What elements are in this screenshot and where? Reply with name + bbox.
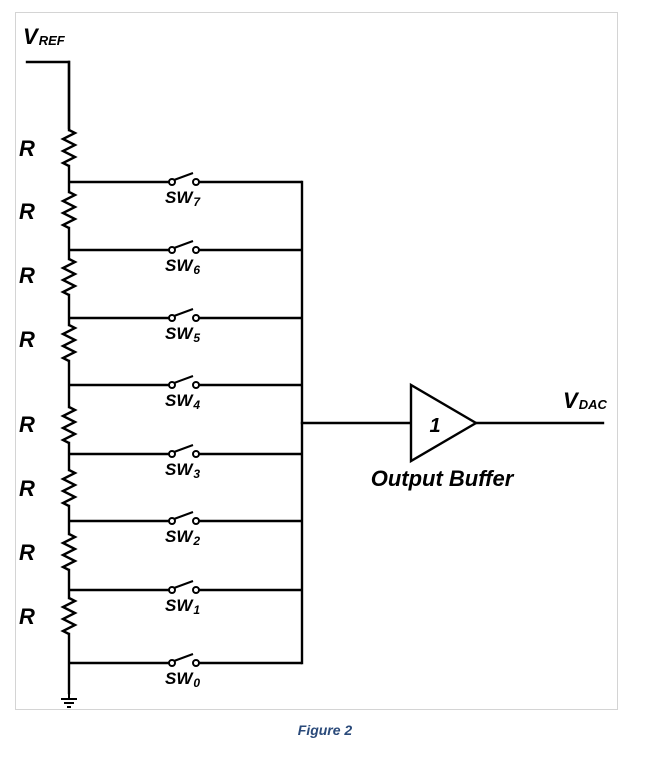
switch-blade xyxy=(173,444,194,453)
switch-blade xyxy=(173,580,194,589)
switch-contact xyxy=(168,450,176,458)
resistor-label: R xyxy=(19,263,35,288)
circuit-wires xyxy=(25,60,605,695)
switch-label: SW7 xyxy=(165,188,201,209)
switch-blade xyxy=(173,308,194,317)
switch-contact xyxy=(168,381,176,389)
switch-sw0: SW0 xyxy=(69,653,302,690)
switch-label: SW3 xyxy=(165,460,200,481)
switch-contact xyxy=(192,450,200,458)
switch-label: SW4 xyxy=(165,391,200,412)
resistor-labels: R R R R R R R R xyxy=(19,136,35,629)
vdac-label: VDAC xyxy=(563,388,607,413)
resistor xyxy=(60,190,78,230)
switch-sw1: SW1 xyxy=(69,580,302,617)
vref-wire xyxy=(25,60,71,130)
switch-label: SW6 xyxy=(165,256,200,277)
switch-blade xyxy=(173,240,194,249)
switch-sw4: SW4 xyxy=(69,375,302,412)
resistor xyxy=(60,405,78,445)
resistor-label: R xyxy=(19,540,35,565)
resistor-label: R xyxy=(19,136,35,161)
output-buffer: 1 Output Buffer xyxy=(371,382,515,491)
switch-sw6: SW6 xyxy=(69,240,302,277)
resistor xyxy=(60,596,78,636)
resistor xyxy=(60,532,78,572)
switch-contact xyxy=(192,659,200,667)
figure-caption: Figure 2 xyxy=(297,722,353,738)
switch-blade xyxy=(173,653,194,662)
switch-label: SW5 xyxy=(165,324,200,345)
buffer-gain: 1 xyxy=(429,415,440,437)
ground-icon xyxy=(61,693,77,708)
resistor-string xyxy=(60,128,78,636)
svg-text:VDAC: VDAC xyxy=(563,388,607,413)
resistor-label: R xyxy=(19,412,35,437)
switch-contact xyxy=(192,381,200,389)
switch-contact xyxy=(168,586,176,594)
switch-contact xyxy=(192,246,200,254)
switch-sw3: SW3 xyxy=(69,444,302,481)
switch-sw5: SW5 xyxy=(69,308,302,345)
svg-text:VREF: VREF xyxy=(23,24,66,49)
resistor-label: R xyxy=(19,327,35,352)
switch-label: SW2 xyxy=(165,527,200,548)
switch-label: SW0 xyxy=(165,669,200,690)
switch-contact xyxy=(192,178,200,186)
switch-contact xyxy=(192,517,200,525)
switch-blade xyxy=(173,375,194,384)
switch-blade xyxy=(173,511,194,520)
switch-contact xyxy=(168,178,176,186)
switch-contact xyxy=(192,586,200,594)
figure-frame xyxy=(15,12,618,710)
resistor-label: R xyxy=(19,604,35,629)
switch-blade xyxy=(173,172,194,181)
resistor-label: R xyxy=(19,476,35,501)
resistor xyxy=(60,323,78,363)
resistor-label: R xyxy=(19,199,35,224)
switch-contact xyxy=(192,314,200,322)
vref-label: VREF xyxy=(23,24,66,49)
switch-sw7: SW7 xyxy=(69,172,302,209)
switch-contact xyxy=(168,246,176,254)
switch-contact xyxy=(168,314,176,322)
buffer-triangle xyxy=(409,382,479,464)
resistor xyxy=(60,128,78,168)
resistor xyxy=(60,257,78,297)
switch-sw2: SW2 xyxy=(69,511,302,548)
buffer-label: Output Buffer xyxy=(371,466,515,491)
switch-contact xyxy=(168,659,176,667)
switch-label: SW1 xyxy=(165,596,200,617)
resistor xyxy=(60,468,78,508)
switch-contact xyxy=(168,517,176,525)
